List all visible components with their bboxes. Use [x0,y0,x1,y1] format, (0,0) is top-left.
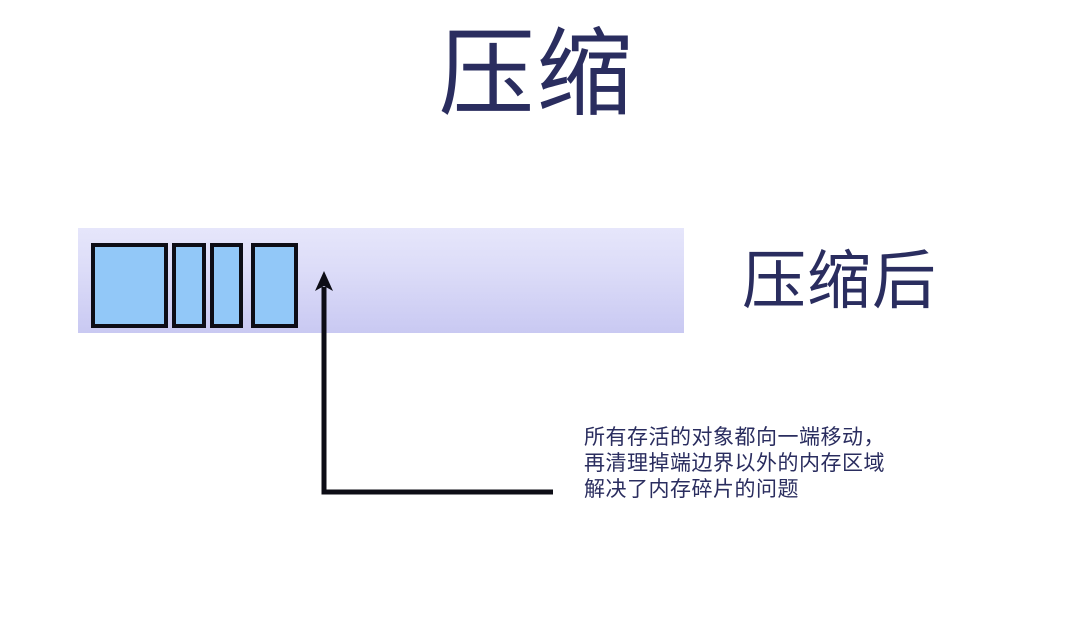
callout-arrow-icon [315,271,553,495]
callout-line-2: 再清理掉端边界以外的内存区域 [584,451,885,475]
memory-block-2 [172,243,206,328]
after-compaction-label: 压缩后 [742,245,937,319]
memory-block-3 [210,243,243,328]
callout-line-3: 解决了内存碎片的问题 [584,477,799,501]
memory-block-1 [91,243,168,328]
callout-annotation-text: 所有存活的对象都向一端移动， 再清理掉端边界以外的内存区域 解决了内存碎片的问题 [584,424,885,502]
page-title: 压缩 [438,18,635,130]
callout-line-1: 所有存活的对象都向一端移动， [584,425,885,449]
memory-block-4 [251,243,298,328]
